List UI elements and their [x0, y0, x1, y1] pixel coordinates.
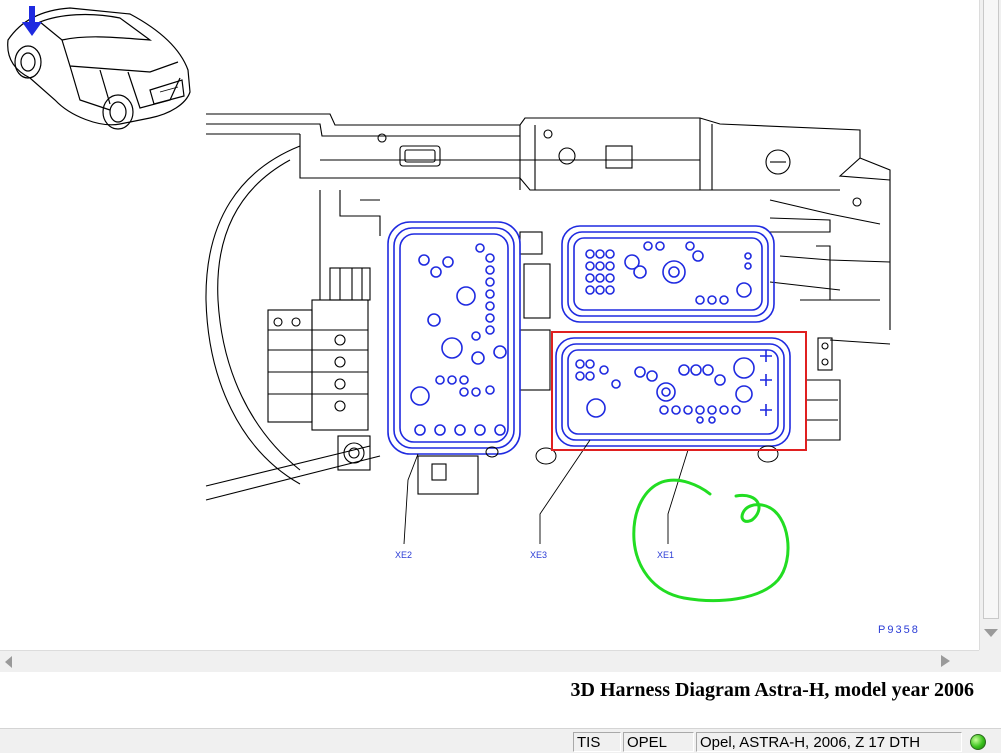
- highlight-box: [551, 331, 807, 451]
- vertical-scrollbar[interactable]: [979, 0, 1001, 650]
- connector-xe3-outline: [561, 225, 775, 323]
- steering-sweep-lines: [205, 145, 381, 501]
- horizontal-scrollbar[interactable]: [0, 650, 979, 672]
- status-brand: OPEL: [623, 732, 694, 752]
- leader-lines: [403, 439, 689, 545]
- scroll-right-arrow-icon[interactable]: [938, 654, 952, 668]
- terminal-bracket: [267, 231, 551, 495]
- connection-status-icon: [970, 734, 986, 750]
- caption-bar: 3D Harness Diagram Astra-H, model year 2…: [0, 672, 1001, 728]
- scrollbar-corner: [979, 650, 1001, 672]
- connector-label-xe1: XE1: [657, 550, 674, 560]
- scroll-left-arrow-icon[interactable]: [2, 655, 14, 669]
- status-vehicle: Opel, ASTRA-H, 2006, Z 17 DTH: [696, 732, 962, 752]
- status-app: TIS: [573, 732, 621, 752]
- vertical-scroll-thumb[interactable]: [983, 0, 999, 619]
- bulkhead-outline: [206, 113, 891, 441]
- connector-clips: [485, 445, 779, 465]
- vehicle-locator-thumbnail: [7, 7, 191, 130]
- connector-xe1-outline: [555, 337, 791, 447]
- scroll-down-arrow-icon[interactable]: [983, 624, 999, 640]
- annotation-circle: [632, 478, 790, 603]
- diagram-title: 3D Harness Diagram Astra-H, model year 2…: [570, 679, 974, 701]
- connector-xe2-outline: [387, 221, 521, 455]
- harness-diagram: XE2 XE3 XE1 P9358: [7, 6, 920, 636]
- connector-label-xe3: XE3: [530, 550, 547, 560]
- connector-label-xe2: XE2: [395, 550, 412, 560]
- figure-number: P9358: [878, 624, 920, 636]
- location-arrow-icon: [22, 6, 42, 36]
- diagram-viewport[interactable]: XE2 XE3 XE1 P9358: [0, 0, 979, 650]
- status-bar: TIS OPEL Opel, ASTRA-H, 2006, Z 17 DTH: [0, 728, 1001, 753]
